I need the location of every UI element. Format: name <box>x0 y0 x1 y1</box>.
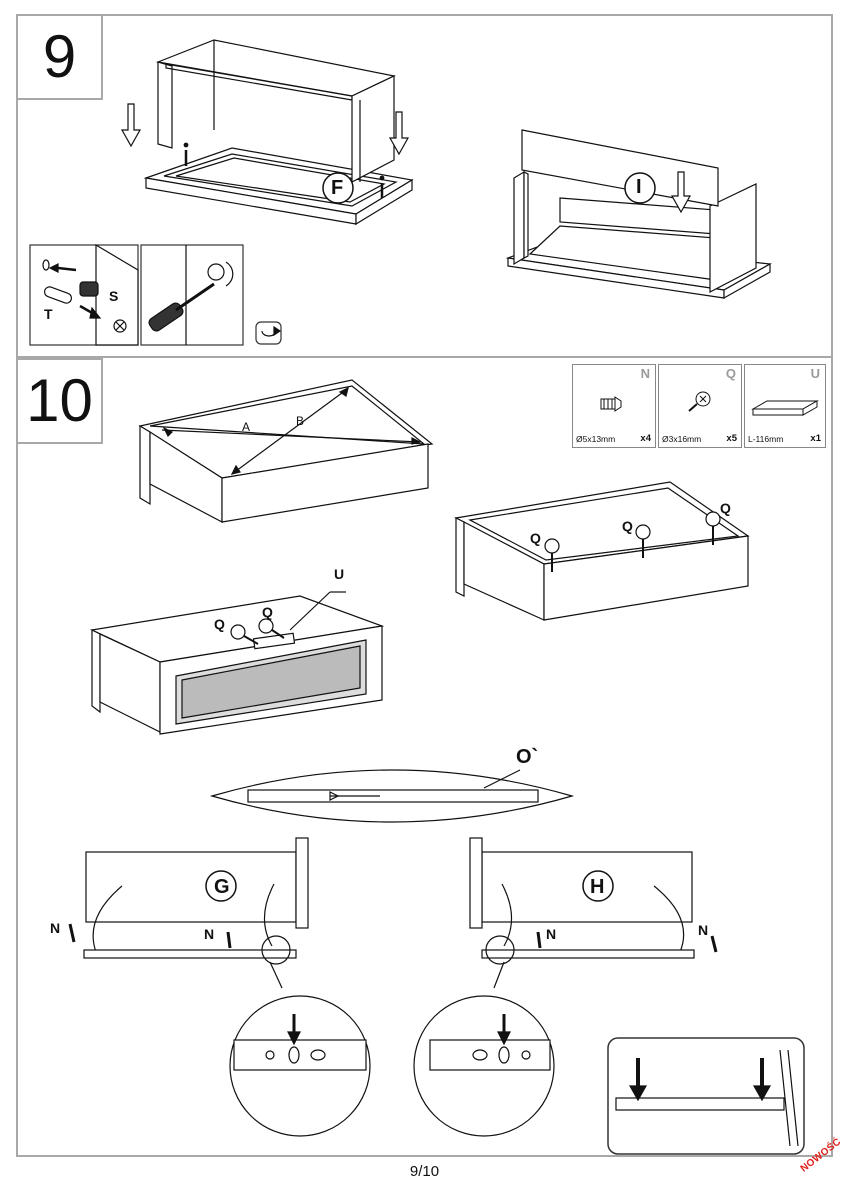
zoom-detail-left <box>229 961 371 1137</box>
screw-q-icon <box>688 391 711 412</box>
cabinet-back-panel-i-drawing <box>505 129 772 300</box>
screw-n-icon <box>600 396 622 412</box>
step-9-number: 9 <box>16 14 103 100</box>
hardware-card-u: U L-116mm x1 <box>744 364 826 448</box>
diagonal-a-label: A <box>242 420 251 434</box>
hardware-letter: Q <box>725 366 736 381</box>
drawer-handle-fixing-drawing <box>89 591 385 735</box>
page-number: 9/10 <box>409 1163 440 1180</box>
rail-position-detail <box>607 1037 805 1155</box>
handle-u-icon <box>751 400 819 416</box>
hardware-card-q: Q Ø3x16mm x5 <box>658 364 742 448</box>
label-q: Q <box>622 518 633 534</box>
screwdriver-detail-drawing <box>140 244 244 346</box>
hardware-card-n: N Ø5x13mm x4 <box>572 364 656 448</box>
page-frame <box>16 14 833 1157</box>
hardware-qty: x1 <box>810 433 821 444</box>
rotate-icon <box>255 321 282 345</box>
label-panel-g: G <box>214 876 230 898</box>
hardware-size: Ø5x13mm <box>576 434 616 444</box>
label-q: Q <box>262 604 273 620</box>
label-n: N <box>546 926 557 942</box>
zoom-detail-right <box>413 961 555 1137</box>
drawer-front-fixing-drawing <box>454 481 750 621</box>
rail-o-prime-drawing <box>209 769 575 823</box>
label-part-t: T <box>44 306 53 322</box>
drawer-diagonal-check-drawing <box>138 379 434 523</box>
side-panel-h-drawing <box>469 837 718 965</box>
hardware-letter: U <box>810 366 820 381</box>
step-10-number: 10 <box>16 358 103 444</box>
label-q: Q <box>720 500 731 516</box>
label-q: Q <box>214 616 225 632</box>
label-q: Q <box>530 530 541 546</box>
cabinet-base-f-drawing <box>120 39 414 226</box>
diagonal-b-label: B <box>296 414 305 428</box>
label-panel-i: I <box>636 176 642 198</box>
label-n: N <box>698 922 709 938</box>
hardware-qty: x4 <box>640 433 651 444</box>
label-n: N <box>204 926 215 942</box>
hardware-size: L-116mm <box>748 434 784 444</box>
label-o-prime: O` <box>516 746 539 768</box>
label-u: U <box>334 566 345 582</box>
label-panel-h: H <box>590 876 605 898</box>
hardware-size: Ø3x16mm <box>662 434 702 444</box>
hardware-letter: N <box>640 366 650 381</box>
side-panel-g-drawing <box>68 837 309 965</box>
label-panel-f: F <box>331 177 344 199</box>
label-part-s: S <box>109 288 119 304</box>
hardware-qty: x5 <box>726 433 737 444</box>
label-n: N <box>50 920 61 936</box>
dowel-detail-drawing <box>29 243 139 346</box>
step-divider <box>16 356 833 358</box>
